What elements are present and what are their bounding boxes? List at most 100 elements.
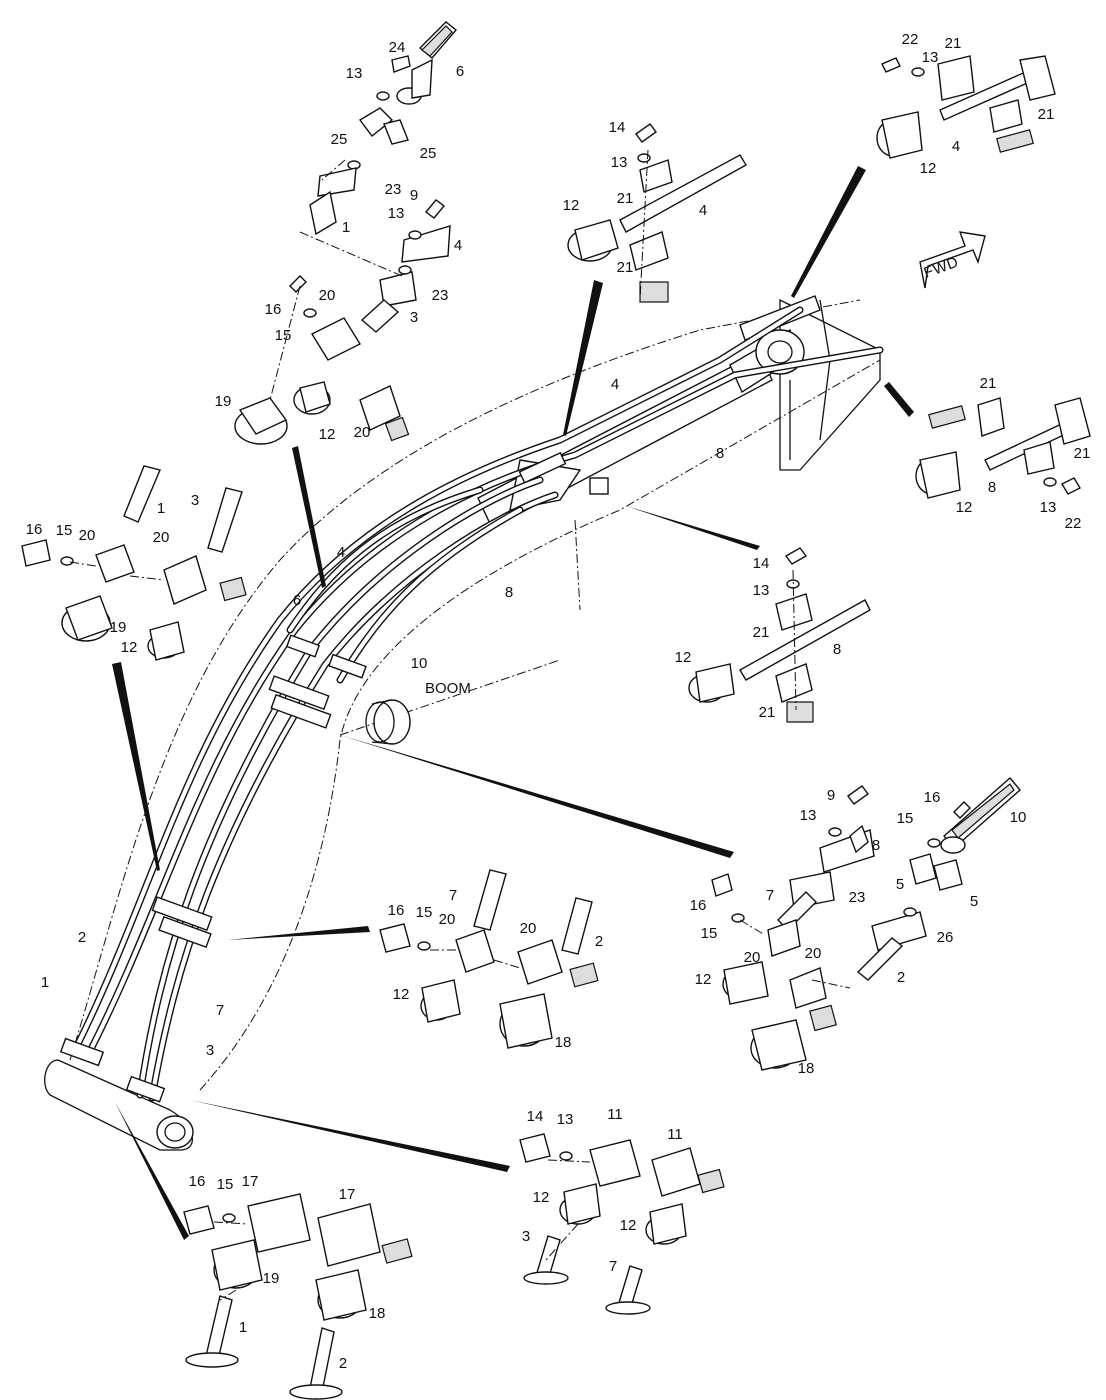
part-callout-l1b: 1: [157, 500, 165, 517]
group-top: [234, 21, 458, 445]
part-callout-l16b: 16: [26, 521, 43, 538]
part-callout-l4c: 4: [952, 138, 960, 155]
part-callout-l12e: 12: [121, 639, 138, 656]
part-callout-l12d: 12: [956, 499, 973, 516]
boom-structure: BOOM: [44, 298, 881, 1151]
part-callout-l13f: 13: [753, 582, 770, 599]
boom-label: BOOM: [425, 680, 471, 697]
part-callout-l13c: 13: [611, 154, 628, 171]
part-callout-l21h: 21: [759, 704, 776, 721]
part-callout-l3c: 3: [206, 1042, 214, 1059]
part-callout-l12j: 12: [620, 1217, 637, 1234]
hose-bundle: [59, 306, 884, 1103]
part-callout-l21d: 21: [1038, 106, 1055, 123]
part-callout-l15d: 15: [701, 925, 718, 942]
part-callout-l21f: 21: [1074, 445, 1091, 462]
part-callout-l7d: 7: [609, 1258, 617, 1275]
part-callout-l2c: 2: [78, 929, 86, 946]
part-callout-l14a: 14: [609, 119, 626, 136]
exploded-parts: [21, 21, 1091, 1400]
part-callout-l5a: 5: [896, 876, 904, 893]
part-callout-l25a: 25: [331, 131, 348, 148]
group-bottom-right: [519, 1133, 725, 1315]
part-callout-l16d: 16: [690, 897, 707, 914]
part-callout-l15c: 15: [897, 810, 914, 827]
part-callout-l20b: 20: [354, 424, 371, 441]
part-callout-l4b: 4: [699, 202, 707, 219]
part-callout-l24: 24: [389, 39, 406, 56]
group-center-lower: [379, 869, 599, 1049]
part-callout-l23a: 23: [385, 181, 402, 198]
part-callout-l23c: 23: [849, 889, 866, 906]
part-callout-l19b: 19: [110, 619, 127, 636]
part-callout-l7b: 7: [449, 887, 457, 904]
part-callout-l21c: 21: [945, 35, 962, 52]
part-callout-l13b: 13: [388, 205, 405, 222]
part-callout-l1d: 1: [239, 1319, 247, 1336]
part-callout-l21e: 21: [980, 375, 997, 392]
part-callout-l16e: 16: [388, 902, 405, 919]
part-callout-l17a: 17: [242, 1173, 259, 1190]
part-callout-l3b: 3: [191, 492, 199, 509]
part-callout-l5b: 5: [970, 893, 978, 910]
part-callout-l6b: 6: [293, 592, 301, 609]
group-mid-right: [688, 547, 871, 723]
part-callout-l23b: 23: [432, 287, 449, 304]
part-callout-l2b: 2: [595, 933, 603, 950]
pointer-wedges: [112, 166, 914, 1240]
part-callout-l9a: 9: [410, 187, 418, 204]
part-callout-l13g: 13: [800, 807, 817, 824]
part-callout-l26a: 26: [937, 929, 954, 946]
part-callout-l22a: 22: [902, 31, 919, 48]
part-callout-l21a: 21: [617, 190, 634, 207]
part-callout-l13d: 13: [922, 49, 939, 66]
part-callout-l9b: 9: [827, 787, 835, 804]
part-callout-l20e: 20: [744, 949, 761, 966]
part-callout-l18c: 18: [369, 1305, 386, 1322]
group-top-right: [876, 55, 1056, 159]
part-callout-l8e: 8: [872, 837, 880, 854]
part-callout-l16c: 16: [924, 789, 941, 806]
part-callout-l20a: 20: [319, 287, 336, 304]
boom-cylinder-boss: [365, 699, 411, 745]
part-callout-l12g: 12: [695, 971, 712, 988]
part-callout-l15a: 15: [275, 327, 292, 344]
part-callout-l15e: 15: [416, 904, 433, 921]
part-callout-l8a: 8: [716, 445, 724, 462]
part-callout-l17b: 17: [339, 1186, 356, 1203]
part-callout-l12b: 12: [563, 197, 580, 214]
part-callout-l10a: 10: [411, 655, 428, 672]
part-callout-l13a: 13: [346, 65, 363, 82]
part-callout-l4a: 4: [454, 237, 462, 254]
fwd-arrow: FWD: [919, 231, 986, 289]
part-callout-l13h: 13: [557, 1111, 574, 1128]
boom-foot-pin: [44, 1059, 194, 1151]
part-callout-l25b: 25: [420, 145, 437, 162]
group-right-lower: [711, 776, 1021, 1071]
part-callout-l20f: 20: [805, 945, 822, 962]
part-callout-l15b: 15: [56, 522, 73, 539]
part-callout-l2a: 2: [897, 969, 905, 986]
part-callout-l20g: 20: [439, 911, 456, 928]
part-callout-l12h: 12: [393, 986, 410, 1003]
part-callout-l4e: 4: [337, 544, 345, 561]
fwd-label: FWD: [922, 254, 961, 282]
part-callout-l10b: 10: [1010, 809, 1027, 826]
part-callout-l7a: 7: [766, 887, 774, 904]
group-right-middle: [915, 397, 1091, 499]
part-callout-l16a: 16: [265, 301, 282, 318]
part-callout-l8d: 8: [833, 641, 841, 658]
part-callout-l21g: 21: [753, 624, 770, 641]
part-callout-l2d: 2: [339, 1355, 347, 1372]
part-callout-l16f: 16: [189, 1173, 206, 1190]
part-callout-l21b: 21: [617, 259, 634, 276]
part-callout-l12a: 12: [319, 426, 336, 443]
part-callout-l1a: 1: [342, 219, 350, 236]
part-callout-l11a: 11: [607, 1106, 623, 1123]
group-top-middle: [567, 123, 747, 303]
part-callout-l20d: 20: [153, 529, 170, 546]
part-callout-l18a: 18: [798, 1060, 815, 1077]
